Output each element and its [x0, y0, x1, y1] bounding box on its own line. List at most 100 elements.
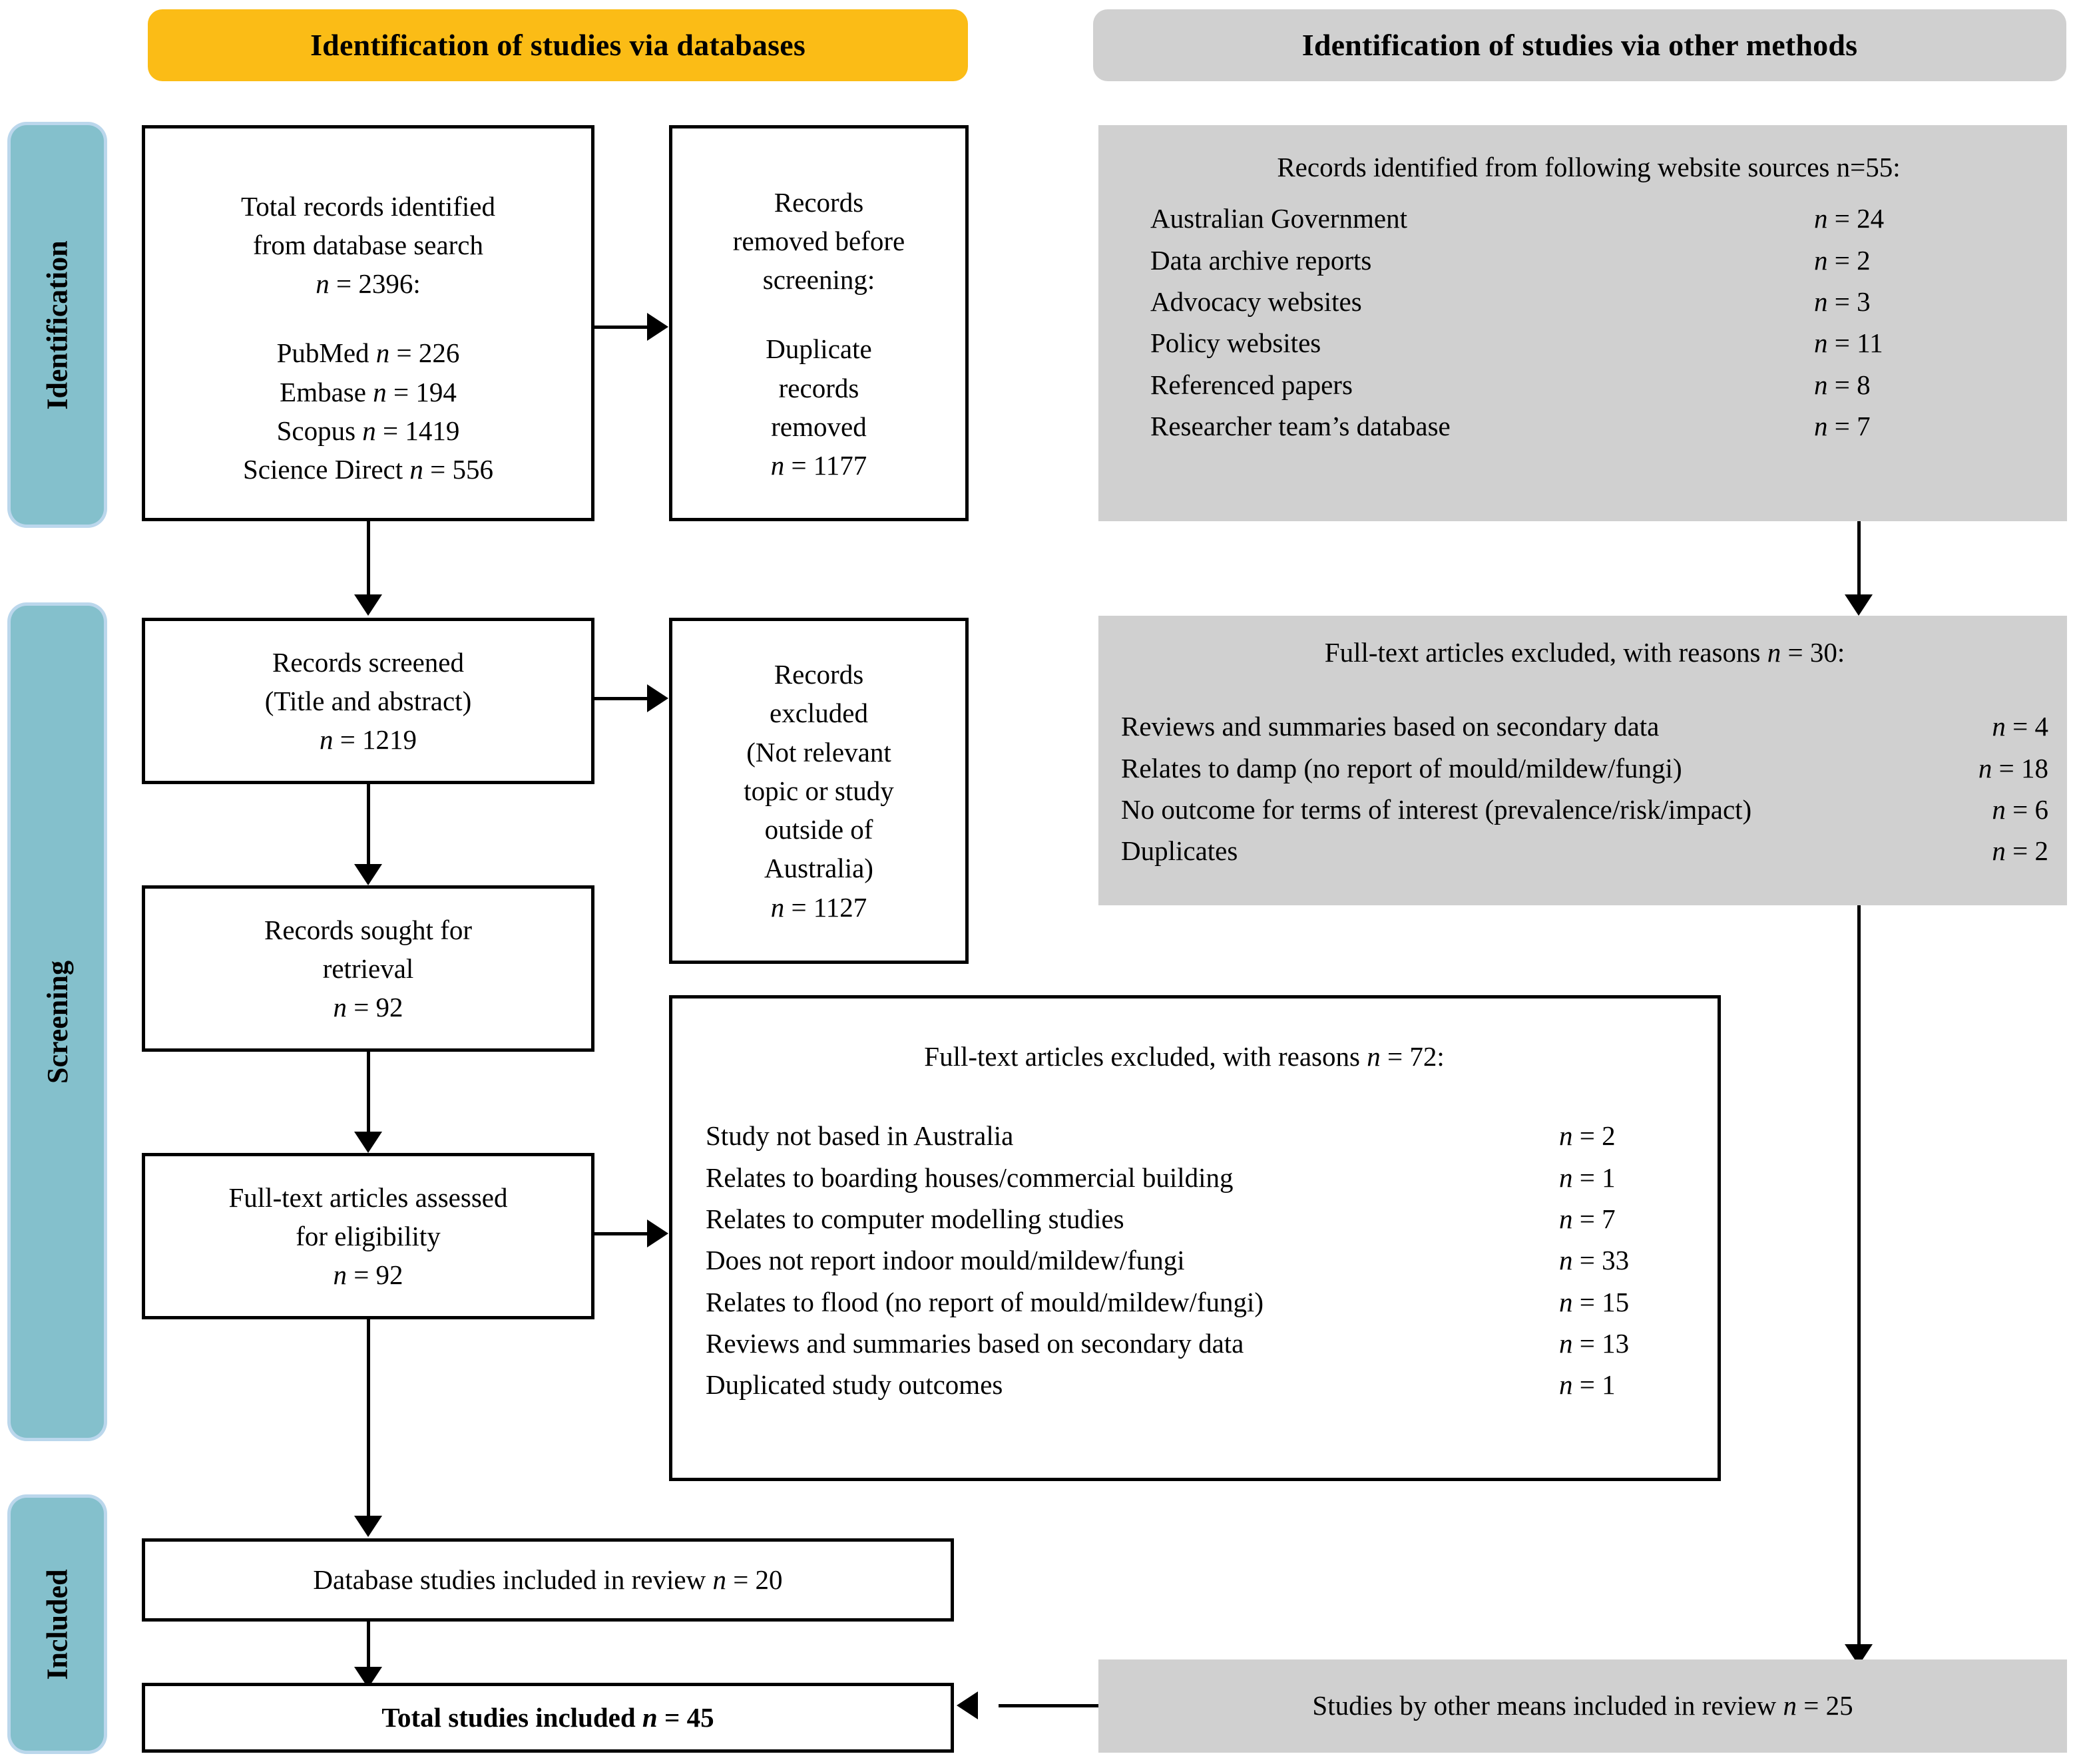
banner-other-methods-label: Identification of studies via other meth…: [1301, 27, 1858, 62]
website-source-value: n = 8: [1814, 369, 1871, 400]
box-records-excluded: Records excluded (Not relevant topic or …: [669, 618, 969, 964]
exclusion-reason-value: n = 4: [1992, 711, 2048, 742]
exclusion-reason-value: n = 7: [1559, 1204, 1616, 1235]
fulltext-excluded-other-list: Reviews and summaries based on secondary…: [1121, 706, 2048, 871]
list-item: No outcome for terms of interest (preval…: [1121, 789, 2048, 830]
list-item: Referenced papers n = 8: [1150, 364, 2027, 405]
list-item: Study not based in Australia n = 2: [706, 1115, 1692, 1156]
duplicate-line-3: removed: [771, 411, 867, 442]
box-total-studies-included: Total studies included n = 45: [142, 1683, 954, 1753]
records-screened-count: n = 1219: [319, 724, 417, 756]
list-item: Policy websites n = 11: [1150, 322, 2027, 363]
website-source-label: Policy websites: [1150, 328, 1321, 359]
source-scopus: Scopus n = 1419: [276, 415, 460, 446]
connector-db-to-total-included: [367, 1622, 370, 1667]
website-source-value: n = 24: [1814, 203, 1885, 234]
fulltext-excluded-db-title: Full-text articles excluded, with reason…: [924, 1041, 1445, 1072]
arrowhead-records-to-removed: [647, 313, 668, 341]
list-item: Researcher team’s database n = 7: [1150, 405, 2027, 447]
list-item: Relates to damp (no report of mould/mild…: [1121, 748, 2048, 789]
exclusion-reason-value: n = 1: [1559, 1162, 1616, 1193]
records-excluded-line-4: topic or study: [744, 775, 894, 806]
stage-pill-identification: Identification: [11, 125, 104, 525]
exclusion-reason-label: Relates to boarding houses/commercial bu…: [706, 1162, 1234, 1193]
duplicate-line-1: Duplicate: [766, 333, 872, 365]
exclusion-reason-value: n = 18: [1978, 752, 2048, 783]
duplicate-line-2: records: [778, 372, 859, 403]
fulltext-excluded-other-title: Full-text articles excluded, with reason…: [1324, 637, 1845, 668]
connector-assessed-to-db-included: [367, 1319, 370, 1516]
list-item: Relates to boarding houses/commercial bu…: [706, 1157, 1692, 1198]
stage-pill-included: Included: [11, 1498, 104, 1751]
arrowhead-screened-to-excluded: [647, 684, 668, 712]
website-source-label: Referenced papers: [1150, 369, 1353, 400]
list-item: Data archive reports n = 2: [1150, 240, 2027, 281]
connector-assessed-to-excluded72: [594, 1232, 647, 1235]
stage-pill-screening: Screening: [11, 606, 104, 1438]
exclusion-reason-label: Relates to damp (no report of mould/mild…: [1121, 752, 1682, 783]
website-source-value: n = 11: [1814, 328, 1883, 359]
website-sources-title: Records identified from following websit…: [1277, 152, 1901, 182]
connector-other-to-included: [1857, 905, 1861, 1644]
total-records-count: n = 2396:: [316, 268, 421, 300]
exclusion-reason-value: n = 2: [1559, 1120, 1616, 1152]
exclusion-reason-label: Study not based in Australia: [706, 1120, 1014, 1152]
arrowhead-sought-to-assessed: [354, 1132, 382, 1153]
exclusion-reason-value: n = 2: [1992, 835, 2048, 867]
connector-sought-to-assessed: [367, 1052, 370, 1132]
database-studies-included-label: Database studies included in review n = …: [313, 1564, 783, 1595]
connector-records-to-removed: [594, 326, 647, 329]
website-source-label: Data archive reports: [1150, 244, 1372, 276]
records-screened-line-2: (Title and abstract): [264, 685, 472, 716]
total-records-line-1: Total records identified: [241, 190, 495, 222]
records-screened-line-1: Records screened: [272, 646, 464, 678]
records-removed-line-3: screening:: [762, 264, 875, 296]
box-records-sought-for-retrieval: Records sought for retrieval n = 92: [142, 885, 594, 1052]
exclusion-reason-label: Duplicates: [1121, 835, 1238, 867]
exclusion-reason-value: n = 15: [1559, 1286, 1630, 1317]
other-means-included-label: Studies by other means included in revie…: [1312, 1690, 1853, 1721]
box-website-sources: Records identified from following websit…: [1098, 125, 2067, 521]
website-source-label: Researcher team’s database: [1150, 411, 1451, 441]
source-pubmed: PubMed n = 226: [276, 337, 460, 369]
exclusion-reason-label: Reviews and summaries based on secondary…: [706, 1328, 1244, 1359]
source-embase: Embase n = 194: [280, 376, 457, 407]
list-item: Does not report indoor mould/mildew/fung…: [706, 1239, 1692, 1281]
records-excluded-line-1: Records: [774, 659, 864, 690]
records-excluded-line-6: Australia): [764, 853, 873, 884]
exclusion-reason-label: Reviews and summaries based on secondary…: [1121, 711, 1660, 742]
list-item: Advocacy websites n = 3: [1150, 281, 2027, 322]
total-studies-included-label: Total studies included n = 45: [381, 1701, 714, 1733]
connector-other-to-total-included: [999, 1704, 1098, 1707]
records-removed-line-1: Records: [774, 186, 864, 218]
list-item: Duplicated study outcomes n = 1: [706, 1364, 1692, 1405]
banner-identification-other-methods: Identification of studies via other meth…: [1093, 9, 2066, 81]
arrowhead-screened-to-sought: [354, 864, 382, 885]
records-sought-line-1: Records sought for: [264, 914, 472, 945]
arrowhead-other-to-total-included: [957, 1691, 978, 1719]
exclusion-reason-label: Does not report indoor mould/mildew/fung…: [706, 1245, 1185, 1276]
fulltext-excluded-db-list: Study not based in Australia n = 2 Relat…: [691, 1115, 1692, 1405]
website-source-value: n = 3: [1814, 286, 1871, 318]
website-source-value: n = 2: [1814, 244, 1871, 276]
website-source-label: Advocacy websites: [1150, 286, 1362, 318]
duplicate-records-count: n = 1177: [770, 450, 867, 481]
connector-screened-to-excluded: [594, 697, 647, 700]
connector-websites-to-excluded: [1857, 521, 1861, 594]
fulltext-assessed-count: n = 92: [333, 1259, 403, 1291]
connector-records-to-screened: [367, 521, 370, 594]
box-fulltext-assessed-for-eligibility: Full-text articles assessed for eligibil…: [142, 1153, 594, 1319]
exclusion-reason-label: No outcome for terms of interest (preval…: [1121, 794, 1752, 825]
exclusion-reason-value: n = 6: [1992, 794, 2048, 825]
records-removed-line-2: removed before: [732, 225, 905, 256]
stage-identification-label: Identification: [41, 240, 74, 410]
records-excluded-line-3: (Not relevant: [746, 736, 891, 768]
box-database-studies-included: Database studies included in review n = …: [142, 1538, 954, 1622]
box-records-removed-before-screening: Records removed before screening: Duplic…: [669, 125, 969, 521]
banner-databases-label: Identification of studies via databases: [310, 27, 806, 62]
list-item: Reviews and summaries based on secondary…: [706, 1323, 1692, 1364]
connector-screened-to-sought: [367, 784, 370, 864]
list-item: Relates to flood (no report of mould/mil…: [706, 1281, 1692, 1323]
exclusion-reason-label: Duplicated study outcomes: [706, 1369, 1003, 1401]
